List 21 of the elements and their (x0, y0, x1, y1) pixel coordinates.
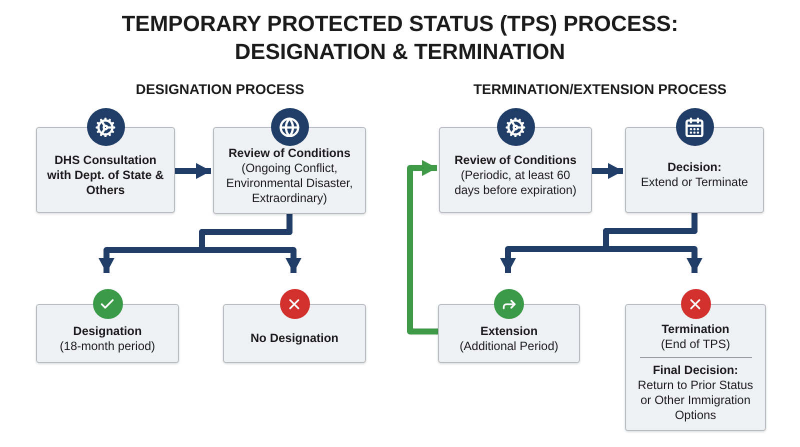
box-text: (End of TPS) (660, 337, 730, 352)
box-text: (18-month period) (60, 338, 156, 354)
box-text: (Additional Period) (460, 338, 558, 354)
box-heading: No Designation (250, 331, 338, 346)
box-heading: Review of Conditions (228, 146, 350, 160)
box-heading: Decision: (667, 160, 722, 175)
box-text: Return to Prior Status or Other Immigration Options (636, 378, 754, 423)
diagram-title: TEMPORARY PROTECTED STATUS (TPS) PROCESS: DESIGNATION & TERMINATION (120, 10, 680, 66)
box-heading: Review of Conditions (454, 152, 576, 168)
section-heading: DESIGNATION PROCESS (134, 80, 306, 99)
box-text: (Periodic, at least 60 days before expiration) (453, 168, 578, 198)
box-text: (Ongoing Conflict, Environmental Disaster, Extraordinary) (225, 160, 354, 206)
box-heading: Designation (73, 324, 142, 338)
box-heading: Termination (662, 322, 730, 337)
box-heading: Extension (480, 324, 538, 338)
box-text: Extend or Terminate (640, 175, 748, 190)
box-heading: DHS Consultation with Dept. of State & Others (46, 152, 165, 198)
box-heading: Final Decision: (652, 363, 738, 378)
section-heading: TERMINATION/EXTENSION PROCESS (472, 80, 728, 99)
arrow (175, 163, 211, 179)
arrow (592, 163, 623, 179)
